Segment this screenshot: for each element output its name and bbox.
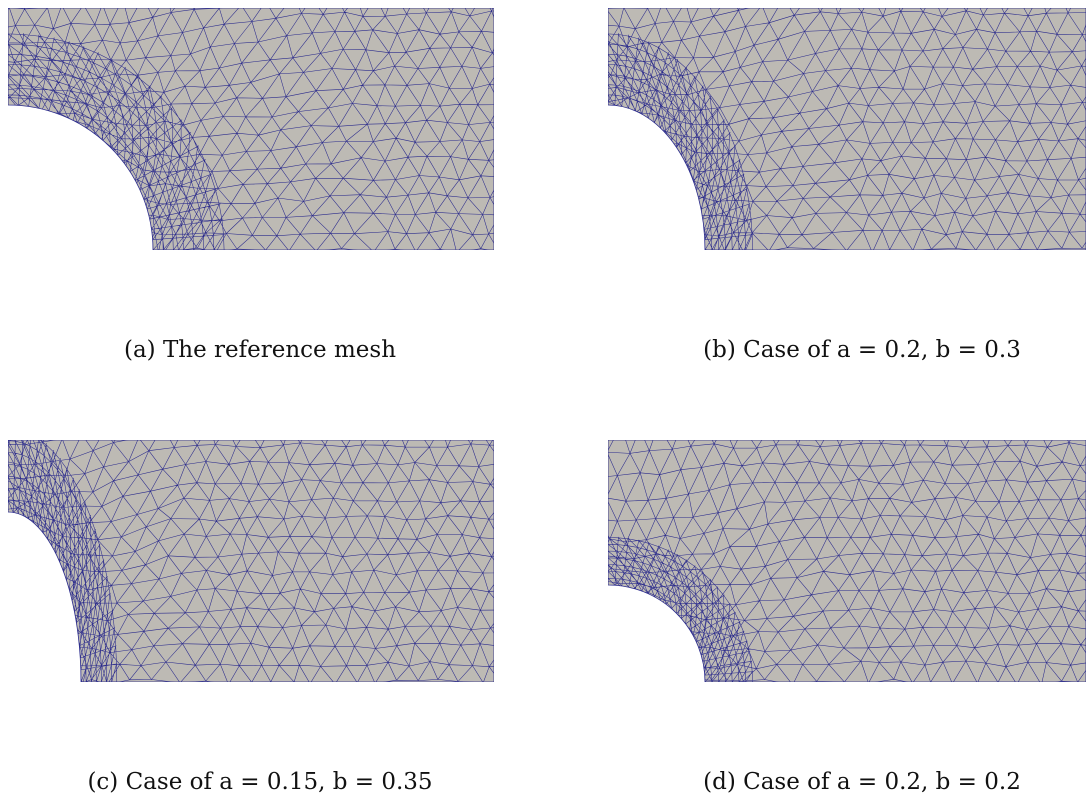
mesh-boundary — [8, 8, 494, 250]
mesh-boundary — [8, 440, 494, 682]
caption-text-d: Case of a = 0.2, b = 0.2 — [743, 769, 1021, 795]
mesh-boundary — [608, 440, 1086, 682]
mesh-domain — [608, 440, 1086, 682]
mesh-plot-c — [8, 440, 494, 682]
caption-label-b: (b) — [703, 337, 736, 363]
caption-label-d: (d) — [703, 769, 736, 795]
mesh-plot-b — [608, 8, 1086, 250]
mesh-plot-a — [8, 8, 494, 250]
caption-b: (b) Case of a = 0.2, b = 0.3 — [612, 336, 1087, 364]
mesh-boundary — [608, 8, 1086, 250]
mesh-domain — [8, 440, 494, 682]
caption-label-a: (a) — [123, 337, 156, 363]
caption-a: (a) The reference mesh — [10, 336, 510, 364]
mesh-plot-d — [608, 440, 1086, 682]
caption-text-a: The reference mesh — [162, 337, 397, 363]
caption-text-b: Case of a = 0.2, b = 0.3 — [743, 337, 1021, 363]
caption-c: (c) Case of a = 0.15, b = 0.35 — [10, 768, 510, 796]
caption-text-c: Case of a = 0.15, b = 0.35 — [125, 769, 433, 795]
caption-d: (d) Case of a = 0.2, b = 0.2 — [612, 768, 1087, 796]
caption-label-c: (c) — [87, 769, 119, 795]
